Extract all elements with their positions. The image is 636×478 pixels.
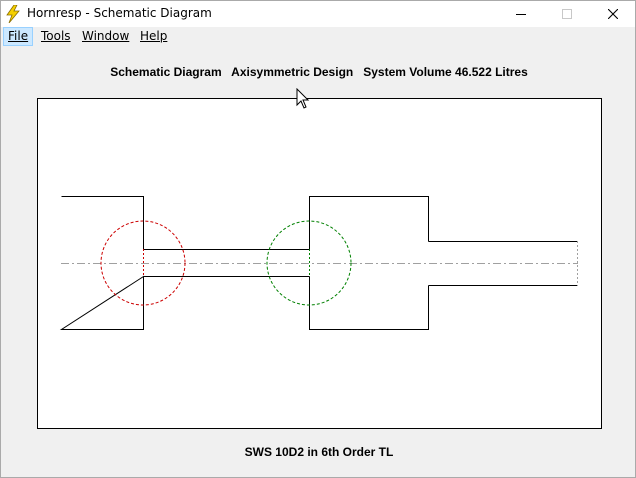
title-bar[interactable]: Hornresp - Schematic Diagram (1, 1, 635, 27)
duct-outline (143, 249, 310, 277)
diagram-heading: Schematic Diagram Axisymmetric Design Sy… (110, 65, 528, 79)
maximize-icon (562, 9, 572, 19)
menu-help[interactable]: Help (140, 29, 168, 43)
menu-bar: File Tools Window Help (1, 27, 635, 46)
minimize-button[interactable] (498, 1, 544, 27)
menu-window[interactable]: Window (82, 29, 130, 43)
close-icon (608, 9, 618, 19)
line-outline (428, 241, 578, 286)
window-title: Hornresp - Schematic Diagram (27, 6, 212, 20)
menu-tools[interactable]: Tools (41, 29, 71, 43)
close-button[interactable] (590, 1, 636, 27)
menu-file[interactable]: File (3, 27, 34, 46)
mouse-pointer-icon (296, 88, 310, 109)
diagram-footer: SWS 10D2 in 6th Order TL (244, 445, 394, 459)
driver-2-circle (266, 220, 352, 306)
schematic-canvas (37, 98, 602, 429)
maximize-button[interactable] (544, 1, 590, 27)
chamber-1-outline (59, 196, 144, 330)
lightning-icon (6, 5, 20, 23)
chamber-2-outline (309, 196, 429, 330)
driver-1-circle (100, 220, 186, 306)
minimize-icon (516, 14, 526, 15)
